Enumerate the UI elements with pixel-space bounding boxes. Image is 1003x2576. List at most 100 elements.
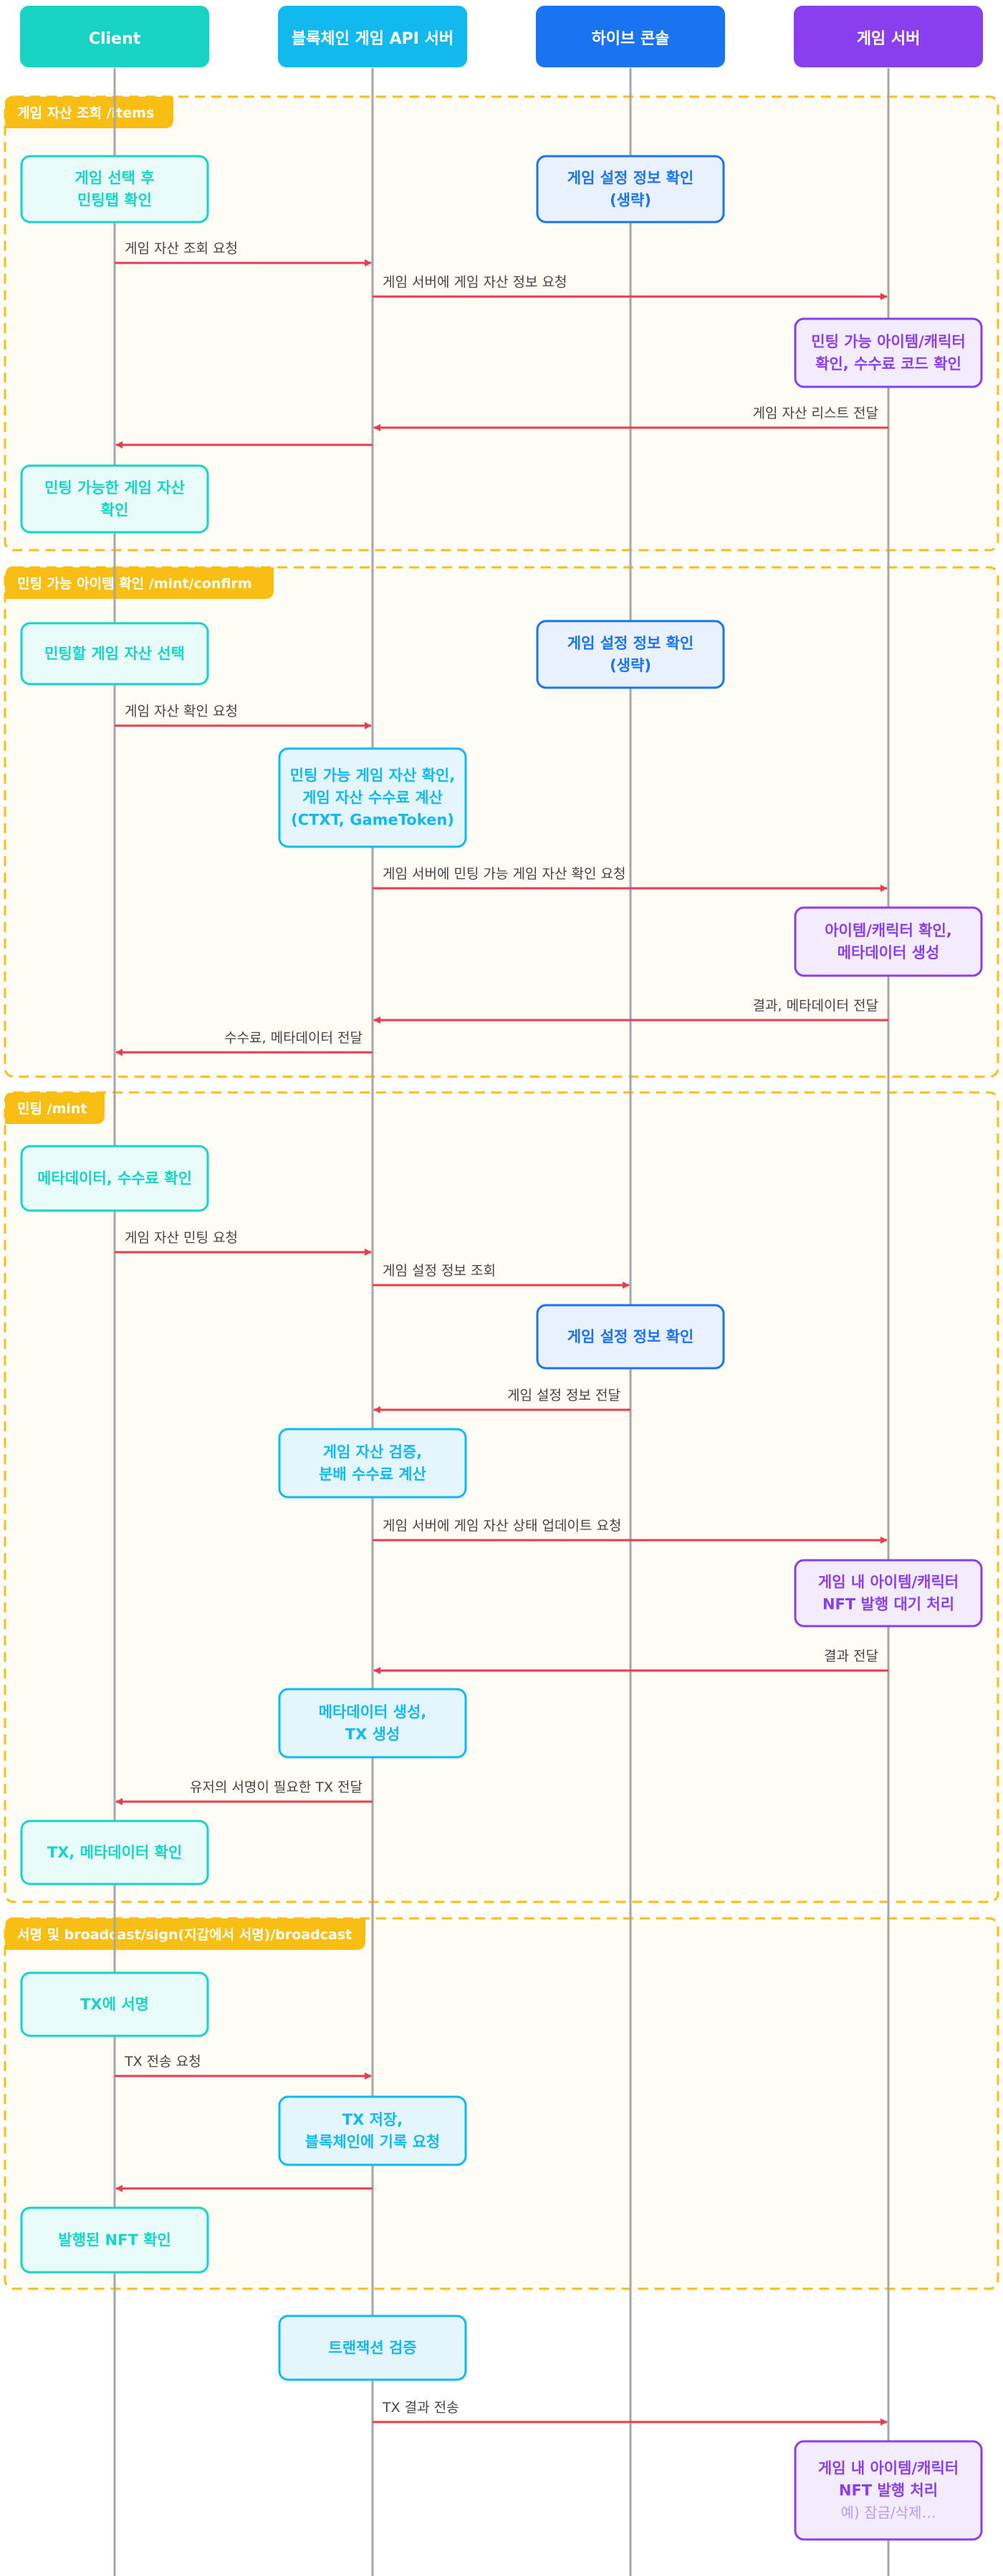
message-label: 게임 서버에 게임 자산 정보 요청	[383, 274, 567, 290]
message-label: 결과 전달	[824, 1648, 878, 1664]
note-text: 게임 선택 후	[75, 170, 154, 187]
section-label: 서명 및 broadcast/sign(지갑에서 서명)/broadcast	[17, 1927, 352, 1943]
note-n13: 메타데이터 생성, TX 생성	[278, 1688, 467, 1759]
note-text: NFT 발행 처리	[839, 2482, 938, 2499]
message-label: TX 결과 전송	[382, 2400, 459, 2416]
section-mint: 민팅 /mint	[4, 1091, 999, 1903]
note-text: (CTXT, GameToken)	[291, 812, 454, 829]
note-n15: TX에 서명	[20, 1971, 209, 2037]
note-text: 민팅탭 확인	[77, 192, 152, 209]
note-n8: 아이템/캐릭터 확인,메타데이터 생성	[794, 906, 983, 977]
note-box	[278, 747, 467, 848]
section-frame	[4, 95, 999, 552]
note-text: 메타데이터 생성,	[319, 1703, 427, 1721]
message-m11: 게임 설정 정보 전달	[373, 1388, 630, 1413]
note-n18: 트랜잭션 검증	[278, 2315, 467, 2381]
participant-label: 블록체인 게임 API 서버	[292, 30, 453, 48]
message-label: 결과, 메타데이터 전달	[753, 998, 878, 1014]
note-box	[20, 1971, 209, 2037]
message-label: 수수료, 메타데이터 전달	[224, 1030, 363, 1046]
note-box	[536, 155, 725, 224]
message-label: 유저의 서명이 필요한 TX 전달	[190, 1779, 363, 1795]
note-subtext: 예) 잠금/삭제…	[841, 2504, 936, 2522]
section-items: 게임 자산 조회 /items	[4, 95, 999, 552]
message-m3: 게임 자산 리스트 전달	[373, 405, 888, 431]
section-tag	[5, 1918, 365, 1950]
note-text: 게임 설정 정보 확인	[567, 635, 694, 652]
message-label: 게임 자산 리스트 전달	[753, 405, 878, 421]
note-box	[794, 906, 983, 977]
participant-box	[278, 6, 467, 67]
section-tag	[5, 1092, 105, 1124]
message-label: 게임 설정 정보 조회	[383, 1263, 496, 1279]
note-box	[536, 1304, 725, 1370]
note-text: 발행된 NFT 확인	[58, 2231, 171, 2249]
participant-box	[794, 6, 983, 67]
section-confirm: 민팅 가능 아이템 확인 /mint/confirm	[4, 566, 999, 1078]
participant-hive: 하이브 콘솔	[536, 6, 725, 67]
note-box	[278, 1428, 467, 1499]
section-frame	[4, 1091, 999, 1903]
participant-box	[536, 6, 725, 67]
note-text: 민팅 가능 게임 자산 확인,	[290, 767, 455, 784]
participant-client: Client	[20, 6, 209, 67]
message-m8: 수수료, 메타데이터 전달	[115, 1030, 373, 1056]
note-text: 트랜잭션 검증	[328, 2340, 416, 2357]
participant-label: 게임 서버	[857, 30, 921, 48]
message-m13: 결과 전달	[373, 1648, 888, 1674]
note-n14: TX, 메타데이터 확인	[20, 1820, 209, 1885]
note-box	[794, 1559, 983, 1628]
message-m17: TX 결과 전송	[373, 2400, 888, 2426]
message-m12: 게임 서버에 게임 자산 상태 업데이트 요청	[373, 1518, 888, 1544]
note-n9: 메타데이터, 수수료 확인	[20, 1145, 209, 1212]
participant-label: 하이브 콘솔	[592, 30, 670, 48]
note-text: 게임 자산 수수료 계산	[302, 789, 443, 807]
section-label: 민팅 /mint	[17, 1101, 87, 1117]
message-m9: 게임 자산 민팅 요청	[115, 1230, 372, 1256]
section-label: 민팅 가능 아이템 확인 /mint/confirm	[17, 575, 252, 592]
note-text: TX 생성	[345, 1726, 400, 1743]
note-box	[20, 1820, 209, 1885]
note-text: TX에 서명	[80, 1996, 149, 2013]
note-n6: 게임 설정 정보 확인 (생략)	[536, 620, 725, 689]
note-n5: 민팅할 게임 자산 선택	[20, 622, 209, 686]
message-label: 게임 서버에 게임 자산 상태 업데이트 요청	[383, 1518, 621, 1534]
section-label: 게임 자산 조회 /items	[17, 105, 154, 121]
note-text: TX 저장,	[342, 2111, 403, 2128]
message-label: 게임 자산 확인 요청	[125, 703, 238, 719]
participant-game: 게임 서버	[794, 6, 983, 67]
participant-box	[20, 6, 209, 67]
note-n16: TX 저장,블록체인에 기록 요청	[278, 2095, 467, 2166]
note-box	[20, 2206, 209, 2274]
note-text: 게임 설정 정보 확인	[567, 170, 694, 187]
note-text: TX, 메타데이터 확인	[47, 1844, 182, 1861]
note-text: NFT 발행 대기 처리	[822, 1596, 954, 1613]
participant-label: Client	[89, 30, 141, 48]
note-n10: 게임 설정 정보 확인	[536, 1304, 725, 1370]
message-label: 게임 자산 민팅 요청	[125, 1230, 238, 1246]
note-box	[536, 620, 725, 689]
note-text: 민팅 가능 아이템/캐릭터	[811, 333, 966, 350]
note-text: 메타데이터, 수수료 확인	[37, 1170, 192, 1187]
note-text: 민팅할 게임 자산 선택	[44, 645, 185, 663]
note-box	[20, 464, 209, 534]
message-label: TX 전송 요청	[124, 2054, 201, 2070]
participant-api: 블록체인 게임 API 서버	[278, 6, 467, 67]
note-n19: 게임 내 아이템/캐릭터 NFT 발행 처리예) 잠금/삭제…	[794, 2440, 983, 2541]
message-m6: 게임 서버에 민팅 가능 게임 자산 확인 요청	[373, 866, 888, 892]
message-m15: TX 전송 요청	[115, 2054, 372, 2080]
note-box	[794, 2440, 983, 2541]
note-text: (생략)	[610, 657, 651, 674]
note-box	[20, 622, 209, 686]
message-m10: 게임 설정 정보 조회	[373, 1263, 630, 1289]
message-m1: 게임 자산 조회 요청	[115, 241, 372, 266]
note-text: 민팅 가능한 게임 자산	[44, 479, 185, 496]
note-n2: 게임 설정 정보 확인(생략)	[536, 155, 725, 224]
note-box	[278, 1688, 467, 1759]
note-text: 게임 내 아이템/캐릭터	[818, 2460, 959, 2477]
note-text: 분배 수수료 계산	[319, 1466, 426, 1483]
message-m2: 게임 서버에 게임 자산 정보 요청	[373, 274, 888, 300]
